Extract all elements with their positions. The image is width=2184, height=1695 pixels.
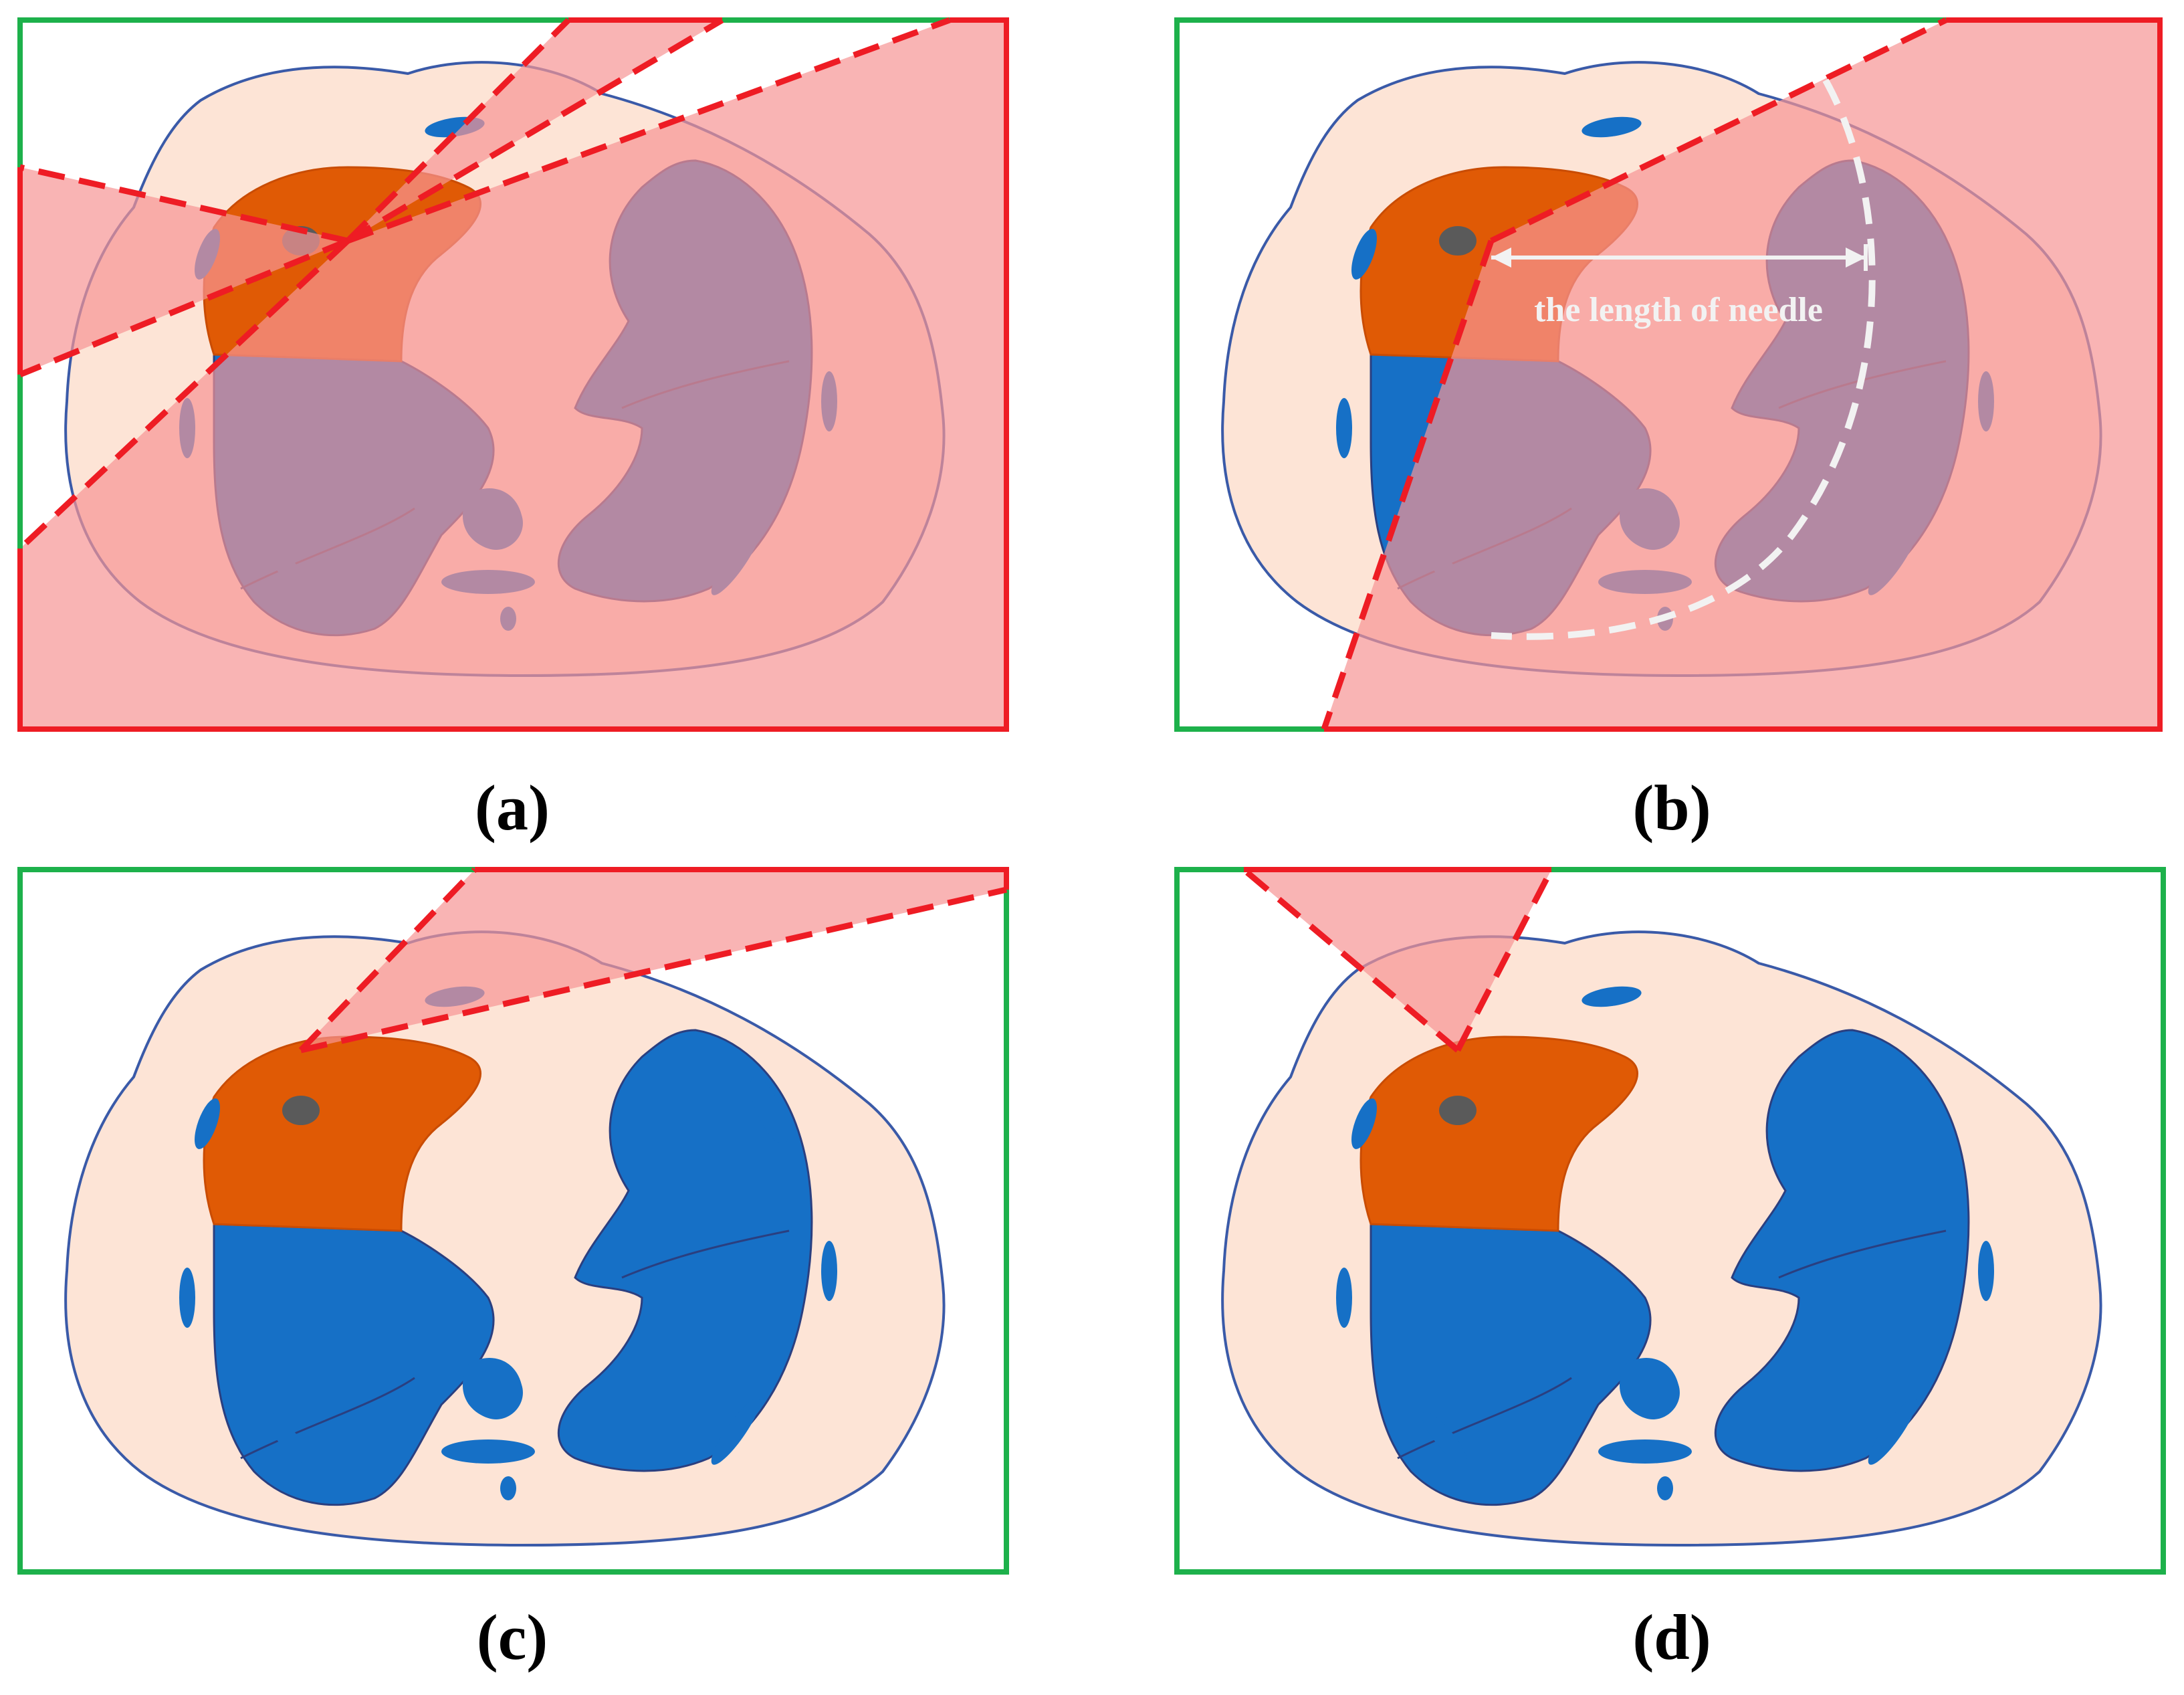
- anatomy-c: [64, 930, 946, 1547]
- caption-b: (b): [1632, 772, 1711, 843]
- caption-d: (d): [1632, 1601, 1711, 1673]
- panel-c: (c): [17, 867, 1009, 1673]
- caption-a: (a): [475, 772, 550, 843]
- panel-b: the length of needle (b): [1174, 17, 2163, 843]
- needle-length-label: the length of needle: [1534, 291, 1823, 329]
- panel-d: (d): [1174, 867, 2166, 1673]
- anatomy-d: [1221, 930, 2102, 1547]
- caption-c: (c): [477, 1601, 548, 1673]
- panel-a: (a): [17, 17, 1009, 843]
